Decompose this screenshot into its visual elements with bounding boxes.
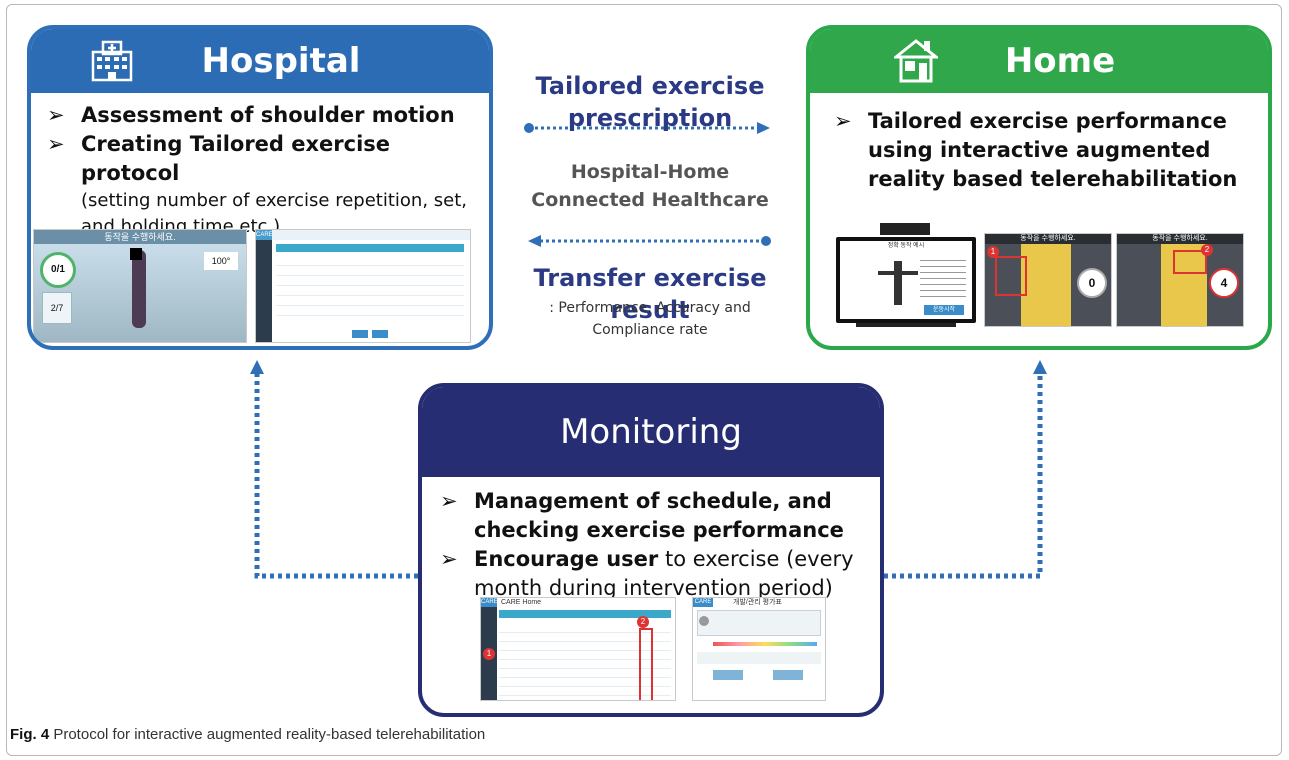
hospital-header: Hospital bbox=[31, 29, 489, 93]
house-icon bbox=[894, 39, 938, 83]
step-badge: 2 bbox=[637, 616, 649, 628]
angle-label: 100° bbox=[204, 252, 238, 270]
caption-text: Protocol for interactive augmented reali… bbox=[49, 726, 486, 743]
figure-frame bbox=[6, 4, 1282, 756]
home-exercise-screenshot-1: 동작을 수행하세요. 1 0 bbox=[984, 233, 1112, 327]
prescription-arrow bbox=[524, 122, 770, 134]
list-item: ➢ Tailored exercise performance using in… bbox=[834, 109, 1238, 191]
hospital-bullets: ➢ Assessment of shoulder motion ➢ Creati… bbox=[43, 101, 489, 240]
monitoring-card: Monitoring ➢ Management of schedule, and… bbox=[418, 383, 884, 717]
monitoring-to-home-arrow bbox=[884, 360, 1047, 579]
step-badge: 1 bbox=[987, 246, 999, 258]
step-badge: 2 bbox=[1201, 244, 1213, 256]
hospital-protocol-screenshot: CARE bbox=[255, 229, 471, 343]
bullet-arrow-icon: ➢ bbox=[440, 547, 458, 571]
bullet-arrow-icon: ➢ bbox=[47, 103, 65, 127]
monitoring-to-hospital-arrow bbox=[250, 360, 418, 579]
home-exercise-screenshot-2: 동작을 수행하세요. 2 4 bbox=[1116, 233, 1244, 327]
list-item: ➢ Assessment of shoulder motion bbox=[43, 101, 489, 130]
list-item: ➢ Encourage user to exercise (every mont… bbox=[440, 547, 854, 600]
bullet-arrow-icon: ➢ bbox=[440, 489, 458, 513]
connected-label: Hospital-Home Connected Healthcare bbox=[531, 161, 769, 211]
bullet-arrow-icon: ➢ bbox=[47, 132, 65, 156]
figure-caption: Fig. 4 Protocol for interactive augmente… bbox=[10, 726, 485, 743]
bullet-arrow-icon: ➢ bbox=[834, 109, 852, 133]
person-figure bbox=[132, 250, 146, 328]
transfer-detail: : Performance, Accuracy and Compliance r… bbox=[549, 300, 751, 338]
hospital-title: Hospital bbox=[201, 41, 361, 81]
monitoring-header: Monitoring bbox=[422, 387, 880, 477]
home-tv-screenshot: 정확 동작 예시 운동시작 bbox=[836, 223, 976, 335]
face-mask bbox=[130, 248, 142, 260]
hospital-building-icon bbox=[91, 40, 133, 82]
hospital-ar-screenshot: 동작을 수행하세요. 0/1 2/7 100° bbox=[33, 229, 247, 343]
transfer-arrow bbox=[528, 235, 771, 247]
monitoring-schedule-screenshot: CARE CARE Home 1 2 bbox=[480, 597, 676, 701]
home-header: Home bbox=[810, 29, 1268, 93]
monitoring-report-screenshot: CARE 개발/관리 평가표 bbox=[692, 597, 826, 701]
home-title: Home bbox=[1004, 41, 1116, 81]
monitoring-title: Monitoring bbox=[560, 412, 742, 452]
hospital-card: Hospital ➢ Assessment of shoulder motion… bbox=[27, 25, 493, 350]
transfer-label: Transfer exercise result bbox=[533, 264, 767, 324]
rep-counter: 0/1 bbox=[40, 252, 76, 288]
monitoring-bullets: ➢ Management of schedule, and checking e… bbox=[436, 487, 880, 603]
home-bullets: ➢ Tailored exercise performance using in… bbox=[830, 107, 1268, 194]
figure-label: Fig. 4 bbox=[10, 726, 50, 743]
list-item: ➢ Management of schedule, and checking e… bbox=[440, 489, 844, 542]
home-card: Home ➢ Tailored exercise performance usi… bbox=[806, 25, 1272, 350]
prescription-label: Tailored exercise prescription bbox=[535, 72, 765, 132]
set-label: 2/7 bbox=[42, 292, 72, 324]
list-item: ➢ Creating Tailored exercise protocol (s… bbox=[47, 132, 467, 237]
step-badge: 1 bbox=[483, 648, 495, 660]
